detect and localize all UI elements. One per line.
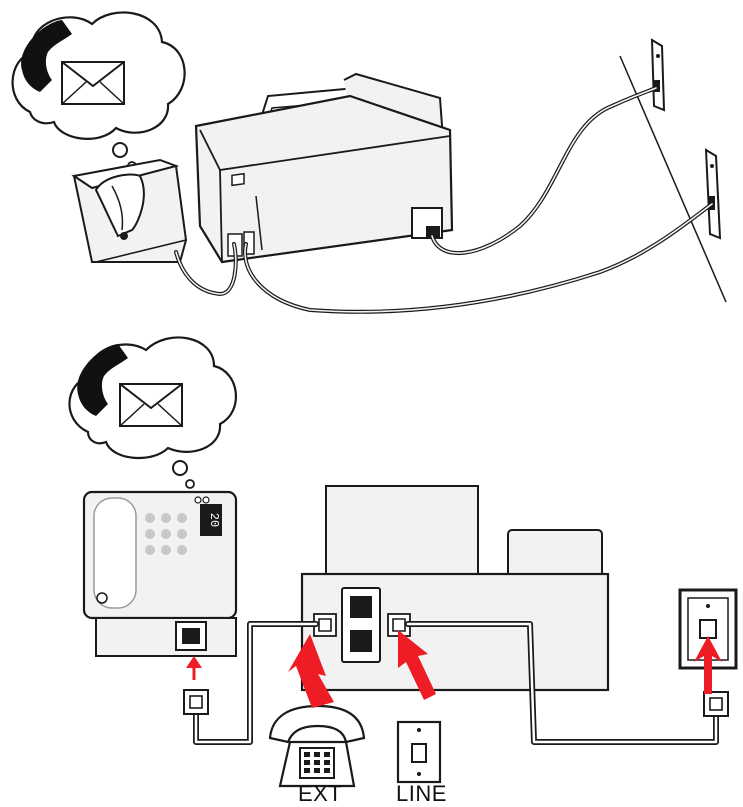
arrow-to-line-port [398, 630, 436, 700]
line-label: LINE [396, 781, 447, 806]
arrow-to-wall-socket [694, 636, 722, 694]
phone-handset-icon [21, 20, 72, 92]
top-cords [174, 86, 714, 314]
display-digits: 20 [207, 513, 221, 527]
bottom-cords [193, 621, 719, 745]
arrow-to-ext-port [288, 634, 334, 708]
top-printer [194, 72, 454, 264]
top-scene [11, 11, 727, 314]
right-wall-plug [703, 691, 729, 717]
bottom-thought-bubble [68, 336, 237, 489]
top-telephone [71, 158, 188, 263]
ext-label: EXT [298, 781, 343, 806]
bottom-printer [300, 485, 610, 692]
top-wall-socket-upper [650, 38, 666, 112]
printer-ext-port [313, 613, 337, 637]
top-wall [619, 38, 727, 303]
bottom-scene: 20 [68, 336, 738, 788]
red-arrows [186, 630, 722, 708]
top-thought-bubble [11, 11, 186, 171]
envelope-icon [61, 61, 125, 105]
phone-handset-icon [77, 344, 128, 416]
keypad-dots [145, 513, 187, 555]
envelope-icon [119, 383, 183, 427]
line-wall-jack-icon [396, 720, 442, 784]
top-wall-socket-lower [704, 148, 722, 240]
arrow-to-telephone-port [186, 656, 202, 680]
bottom-telephone: 20 [82, 490, 238, 657]
left-phone-plug [183, 689, 209, 715]
display-panel [200, 504, 222, 536]
ext-telephone-icon [268, 704, 366, 788]
